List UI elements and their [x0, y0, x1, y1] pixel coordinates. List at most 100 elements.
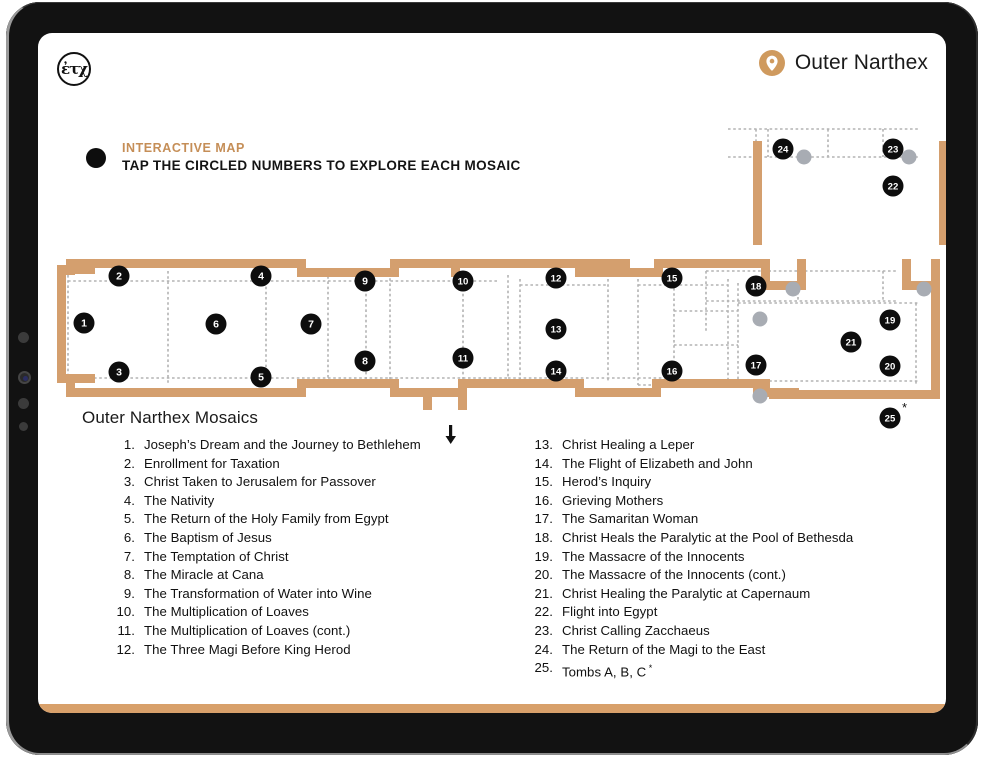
mosaic-marker-20[interactable]: 20: [879, 355, 901, 377]
mosaic-marker-14[interactable]: 14: [545, 360, 567, 382]
mosaic-list-item[interactable]: 16.Grieving Mothers: [527, 492, 912, 511]
mosaic-list-item[interactable]: 25. Tombs A, B, C *: [527, 659, 912, 682]
mosaic-list-item[interactable]: 11.The Multiplication of Loaves (cont.): [109, 622, 497, 641]
filled-circle-bullet-icon: [86, 148, 106, 168]
mosaic-marker-7[interactable]: 7: [300, 313, 322, 335]
mosaic-list-item[interactable]: 18. Christ Heals the Paralytic at the Poo…: [527, 529, 912, 548]
home-button[interactable]: [18, 371, 31, 384]
mosaic-item-label: Herod’s Inquiry: [562, 474, 652, 490]
volume-down-button[interactable]: [19, 422, 28, 431]
mosaic-item-label: Joseph’s Dream and the Journey to Bethle…: [144, 437, 421, 452]
mosaic-item-label: The Return of the Holy Family from Egypt: [144, 511, 389, 527]
mosaic-item-number: 16.: [534, 492, 553, 508]
mosaic-item-number: 17.: [534, 511, 553, 527]
mosaic-item-number: 23.: [534, 622, 553, 638]
mosaic-item-label: Tombs A, B, C *: [562, 663, 653, 680]
mosaic-item-label: Enrollment for Taxation: [144, 455, 280, 471]
svg-text:21: 21: [846, 338, 857, 349]
tablet-screen: ἐτχ Outer Narthex INTERACTIVE MAP TAP TH…: [38, 33, 946, 713]
mosaic-item-number: 19.: [534, 548, 553, 564]
svg-text:10: 10: [458, 277, 469, 288]
svg-text:19: 19: [885, 316, 896, 327]
mosaic-item-number: 14.: [534, 455, 553, 471]
mosaic-list-item[interactable]: 19. The Massacre of the Innocents: [527, 548, 912, 567]
mosaic-marker-2[interactable]: 2: [108, 265, 130, 287]
mosaic-item-number: 9.: [123, 585, 135, 601]
mosaic-list-item[interactable]: 3.Christ Taken to Jerusalem for Passover: [109, 473, 497, 492]
mosaic-item-number: 22.: [534, 604, 553, 620]
mosaic-item-number: 6.: [123, 529, 135, 545]
mosaic-item-label: The Temptation of Christ: [144, 548, 289, 564]
mosaic-item-footnote-asterisk: *: [646, 663, 653, 674]
mosaic-list-item[interactable]: 8.The Miracle at Cana: [109, 566, 497, 585]
mosaic-item-label: The Massacre of the Innocents (cont.): [562, 567, 786, 583]
svg-text:24: 24: [778, 145, 789, 156]
mosaic-item-number: 25.: [534, 660, 553, 676]
svg-text:22: 22: [888, 182, 899, 193]
mosaic-list-item[interactable]: 12.The Three Magi Before King Herod: [109, 641, 497, 660]
mosaic-marker-4[interactable]: 4: [250, 265, 272, 287]
svg-text:3: 3: [116, 367, 122, 379]
mosaic-list-item[interactable]: 5. The Return of the Holy Family from Egy…: [109, 510, 497, 529]
interactive-map-callout: INTERACTIVE MAP TAP THE CIRCLED NUMBERS …: [86, 140, 521, 175]
mosaic-list-item[interactable]: 9. The Transformation of Water into Wine: [109, 585, 497, 604]
mosaic-marker-3[interactable]: 3: [108, 361, 130, 383]
mosaic-marker-9[interactable]: 9: [354, 270, 376, 292]
mosaic-item-number: 13.: [534, 437, 553, 452]
volume-up-button[interactable]: [18, 398, 29, 409]
mosaic-list-item[interactable]: 6.The Baptism of Jesus: [109, 529, 497, 548]
power-button[interactable]: [18, 332, 29, 343]
mosaic-list-item[interactable]: 21. Christ Healing the Paralytic at Caper…: [527, 585, 912, 604]
mosaic-list-item[interactable]: 4.The Nativity: [109, 492, 497, 511]
mosaic-marker-24[interactable]: 24: [772, 138, 794, 160]
mosaic-marker-16[interactable]: 16: [661, 360, 683, 382]
mosaic-marker-11[interactable]: 11: [452, 347, 474, 369]
current-location-chip[interactable]: Outer Narthex: [758, 50, 928, 76]
mosaic-marker-21[interactable]: 21: [840, 331, 862, 353]
mosaic-list-item[interactable]: 10.The Multiplication of Loaves: [109, 603, 497, 622]
mosaic-item-label: The Transformation of Water into Wine: [144, 585, 372, 601]
mosaic-item-number: 21.: [534, 585, 553, 601]
mosaic-item-label: Christ Healing the Paralytic at Capernau…: [562, 585, 811, 601]
mosaic-item-label: The Massacre of the Innocents: [562, 548, 745, 564]
mosaic-marker-13[interactable]: 13: [545, 318, 567, 340]
mosaic-item-label: Christ Heals the Paralytic at the Pool o…: [562, 529, 854, 545]
mosaic-marker-15[interactable]: 15: [661, 267, 683, 289]
mosaic-list-item[interactable]: 2.Enrollment for Taxation: [109, 455, 497, 474]
mosaic-list-item[interactable]: 22.Flight into Egypt: [527, 603, 912, 622]
mosaic-list-item[interactable]: 20.The Massacre of the Innocents (cont.): [527, 566, 912, 585]
mosaic-marker-12[interactable]: 12: [545, 267, 567, 289]
mosaic-item-number: 5.: [123, 511, 135, 527]
mosaics-list-section: Outer Narthex Mosaics 1.Joseph’s Dream a…: [82, 408, 912, 682]
svg-text:15: 15: [667, 274, 678, 285]
mosaic-marker-10[interactable]: 10: [452, 270, 474, 292]
mosaic-list-item[interactable]: 23.Christ Calling Zacchaeus: [527, 622, 912, 641]
mosaics-list-column-left: 1.Joseph’s Dream and the Journey to Beth…: [82, 436, 497, 682]
circled-monogram-icon[interactable]: ἐτχ: [57, 52, 91, 86]
mosaic-list-item[interactable]: 7.The Temptation of Christ: [109, 548, 497, 567]
svg-text:1: 1: [81, 318, 87, 330]
mosaic-item-number: 18.: [534, 529, 553, 545]
mosaic-marker-22[interactable]: 22: [882, 175, 904, 197]
mosaic-list-item[interactable]: 1.Joseph’s Dream and the Journey to Beth…: [109, 436, 497, 455]
mosaic-item-label: The Return of the Magi to the East: [562, 641, 766, 657]
mosaic-marker-1[interactable]: 1: [73, 312, 95, 334]
mosaic-marker-23[interactable]: 23: [882, 138, 904, 160]
mosaic-list-item[interactable]: 13. Christ Healing a Leper: [527, 436, 912, 455]
mosaic-list-item[interactable]: 17.The Samaritan Woman: [527, 510, 912, 529]
mosaic-marker-5[interactable]: 5: [250, 366, 272, 388]
mosaic-list-item[interactable]: 24.The Return of the Magi to the East: [527, 641, 912, 660]
mosaic-marker-6[interactable]: 6: [205, 313, 227, 335]
location-pin-icon: [758, 50, 785, 76]
mosaic-marker-19[interactable]: 19: [879, 309, 901, 331]
mosaic-item-label: The Three Magi Before King Herod: [144, 641, 351, 657]
mosaic-list-item[interactable]: 15.Herod’s Inquiry: [527, 473, 912, 492]
mosaic-marker-18[interactable]: 18: [745, 275, 767, 297]
mosaic-marker-8[interactable]: 8: [354, 350, 376, 372]
mosaic-marker-17[interactable]: 17: [745, 354, 767, 376]
svg-text:14: 14: [551, 367, 562, 378]
mosaic-item-label: Christ Healing a Leper: [562, 437, 695, 452]
mosaic-item-label: The Flight of Elizabeth and John: [562, 455, 753, 471]
mosaic-item-label: The Miracle at Cana: [144, 567, 264, 583]
mosaic-list-item[interactable]: 14. The Flight of Elizabeth and John: [527, 455, 912, 474]
